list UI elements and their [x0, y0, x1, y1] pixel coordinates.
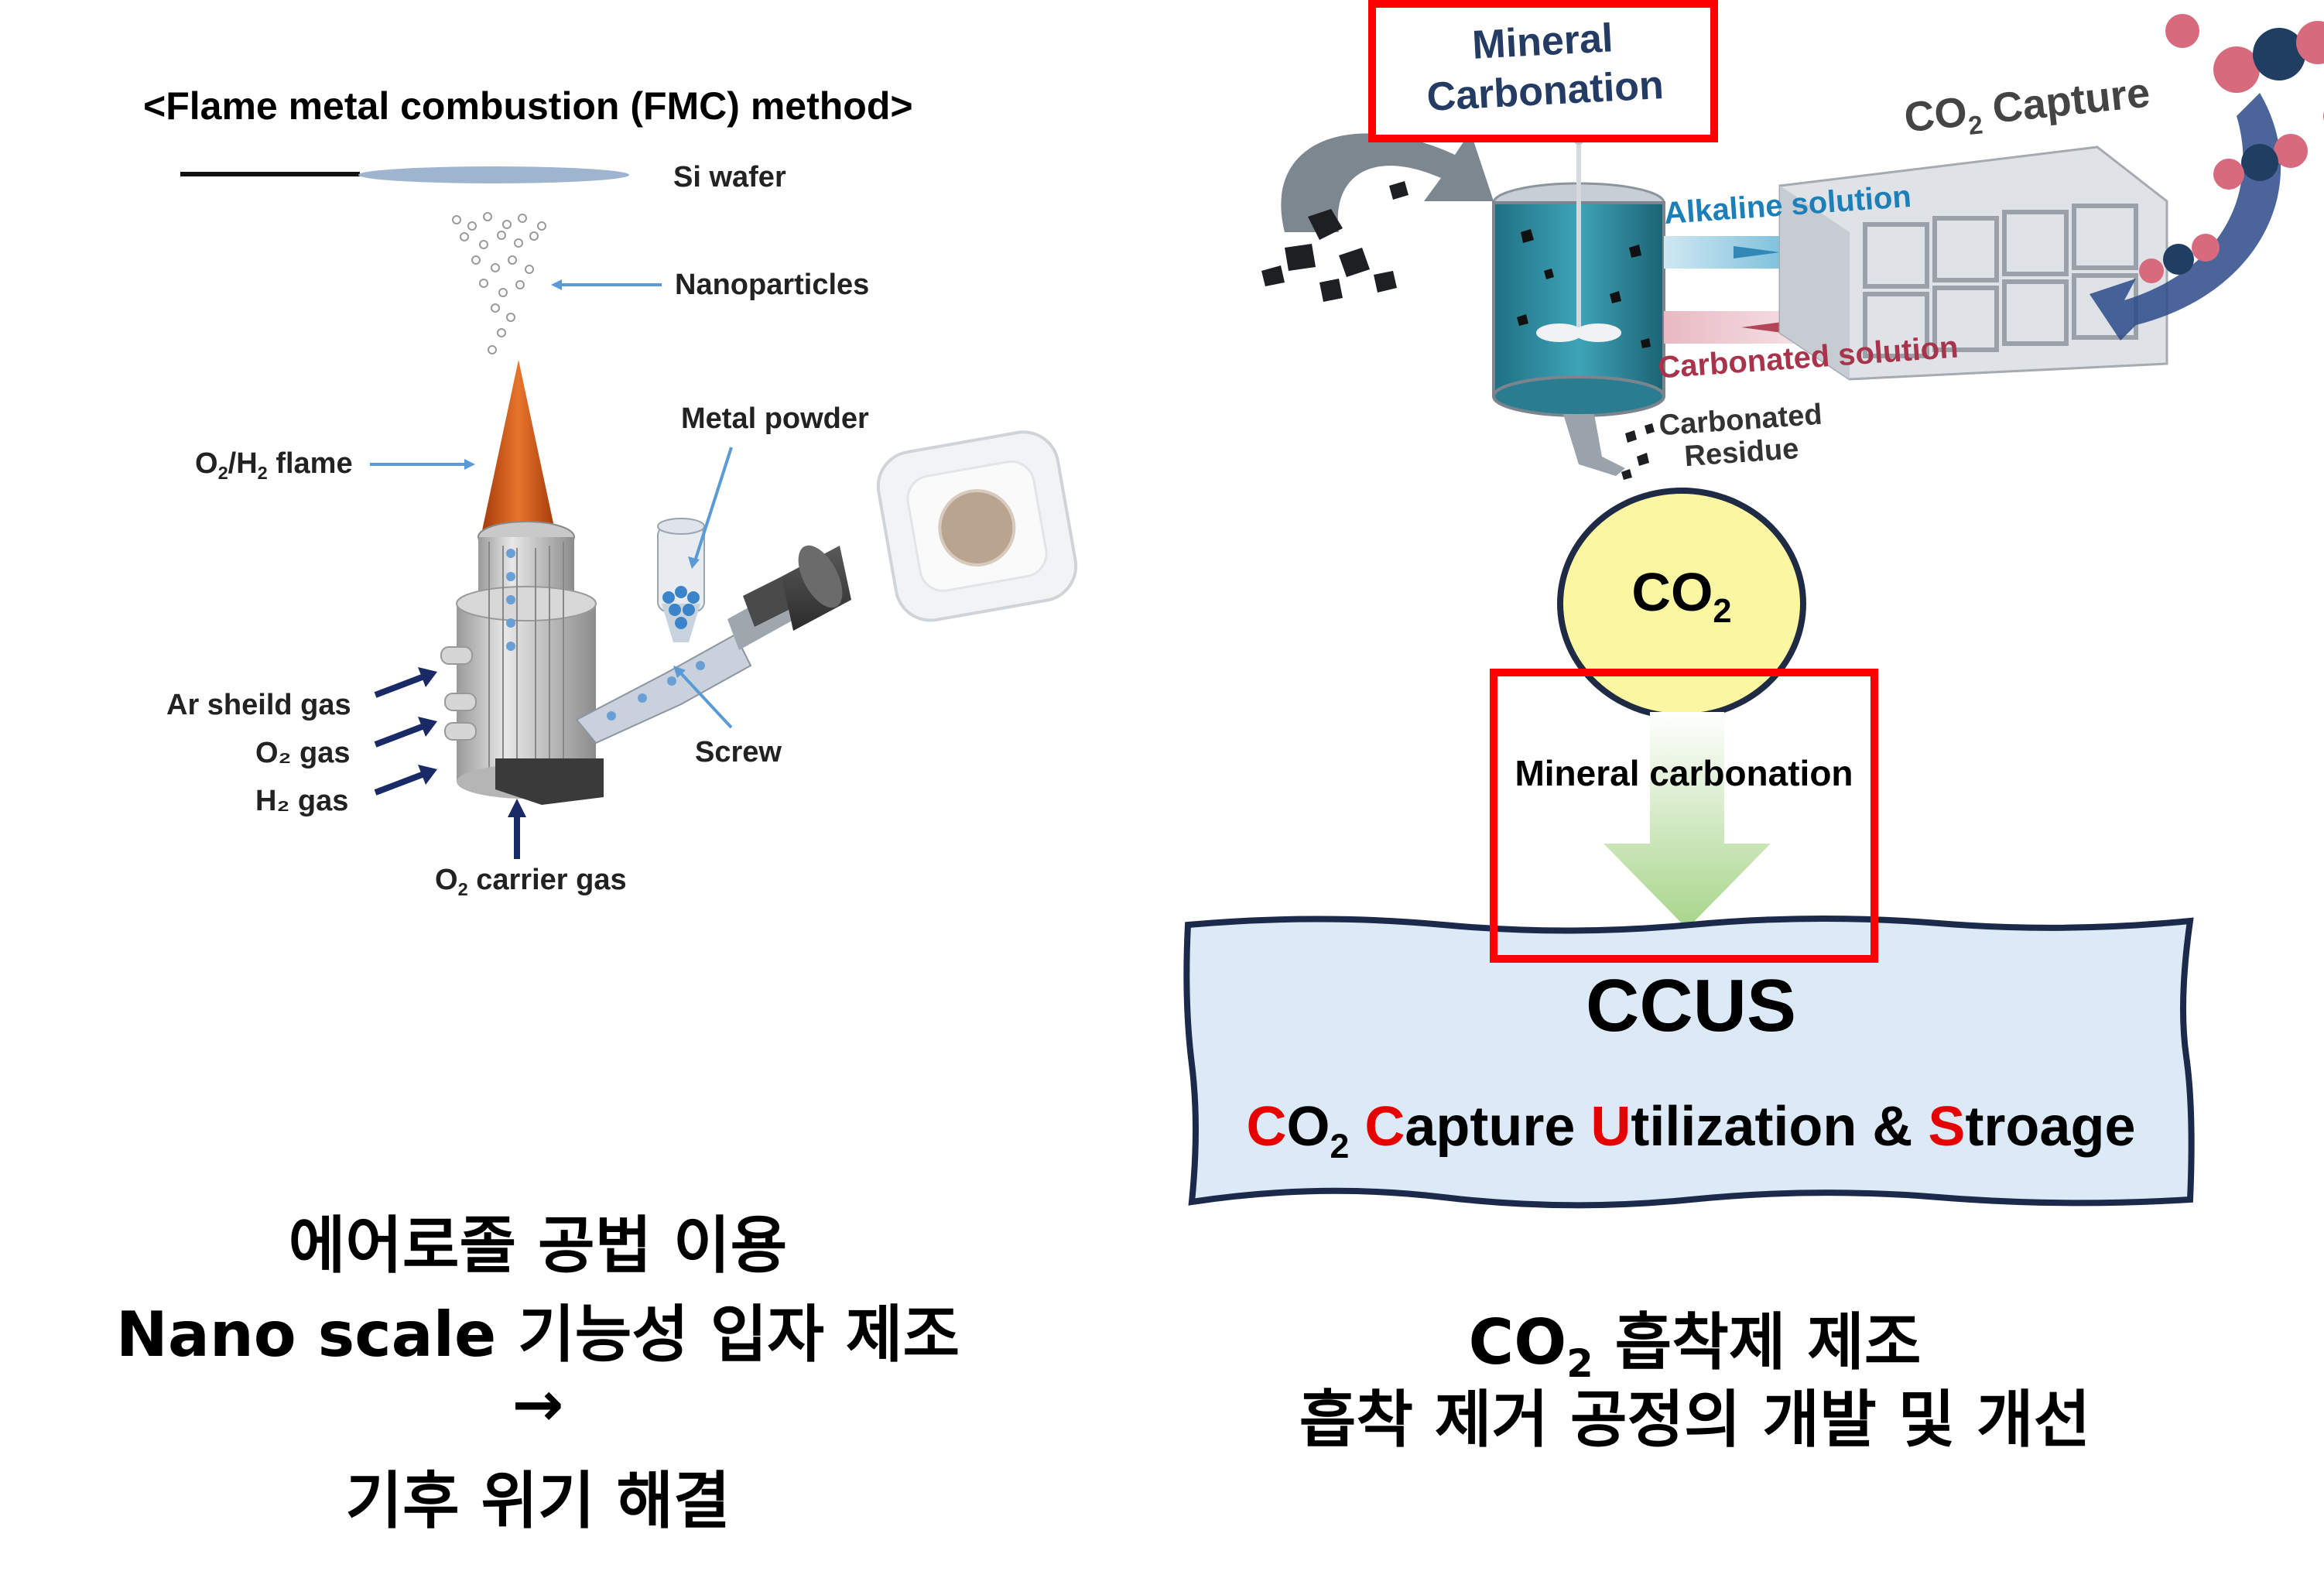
screw-arrow	[678, 670, 733, 729]
carbonated-residue-label: Carbonated Residue	[1658, 399, 1825, 475]
si-wafer-shape	[358, 166, 629, 183]
mineral-carbonation-arrow-label: Mineral carbonation	[1515, 753, 1853, 793]
flame-cone	[481, 360, 556, 534]
nanoparticles-label: Nanoparticles	[675, 269, 870, 301]
ar-shield-gas-label: Ar sheild gas	[166, 689, 351, 721]
left-caption-line4: 기후 위기 해결	[345, 1465, 731, 1537]
screw-label: Screw	[695, 736, 782, 768]
fmc-apparatus-diagram	[180, 166, 1078, 859]
ccus-title: CCUS	[1585, 964, 1796, 1047]
mineral-carbonation-box-label: Mineral Carbonation	[1383, 9, 1705, 124]
mineral-carbonation-diagram	[1261, 14, 2324, 480]
si-wafer-label: Si wafer	[673, 161, 786, 193]
mineral-carbonation-down-arrow	[1604, 712, 1771, 929]
capture-curved-arrow	[2090, 93, 2281, 341]
metal-powder-arrow	[693, 447, 733, 562]
left-caption-line1: 에어로졸 공법 이용	[288, 1210, 788, 1282]
o2-carrier-gas-label: O2 carrier gas	[435, 864, 627, 900]
ccus-subtitle: CO2 Capture Utilization & Stroage	[1246, 1096, 2136, 1166]
mineral-carbonation-highlight-box	[1368, 0, 1718, 142]
powder-dish	[876, 430, 1078, 622]
co2-circle	[1557, 488, 1806, 720]
mineral-rocks	[1261, 181, 1408, 302]
right-caption-line1: CO2 흡착제 제조	[1468, 1306, 1922, 1387]
burner-dots	[506, 549, 515, 651]
ccus-box-shape	[1183, 915, 2195, 1209]
flame-label: O2/H2 flame	[195, 447, 353, 484]
fmc-title: <Flame metal combustion (FMC) method>	[143, 84, 913, 128]
co2-circle-label: CO2	[1631, 562, 1732, 631]
metal-powder-beads	[662, 586, 700, 629]
metal-powder-label: Metal powder	[681, 402, 869, 435]
feed-curved-arrow	[1281, 132, 1494, 232]
left-caption-line2: Nano scale 기능성 입자 제조	[115, 1299, 960, 1371]
left-caption-arrow: →	[512, 1368, 564, 1440]
h2-gas-label: H₂ gas	[255, 785, 349, 817]
right-caption-line2: 흡착 제거 공정의 개발 및 개선	[1299, 1384, 2091, 1456]
co2-molecules	[2139, 14, 2324, 283]
nanoparticle-dots	[452, 212, 546, 354]
o2-gas-label: O₂ gas	[255, 737, 351, 769]
mineral-carbonation-arrow-highlight	[1490, 669, 1878, 963]
